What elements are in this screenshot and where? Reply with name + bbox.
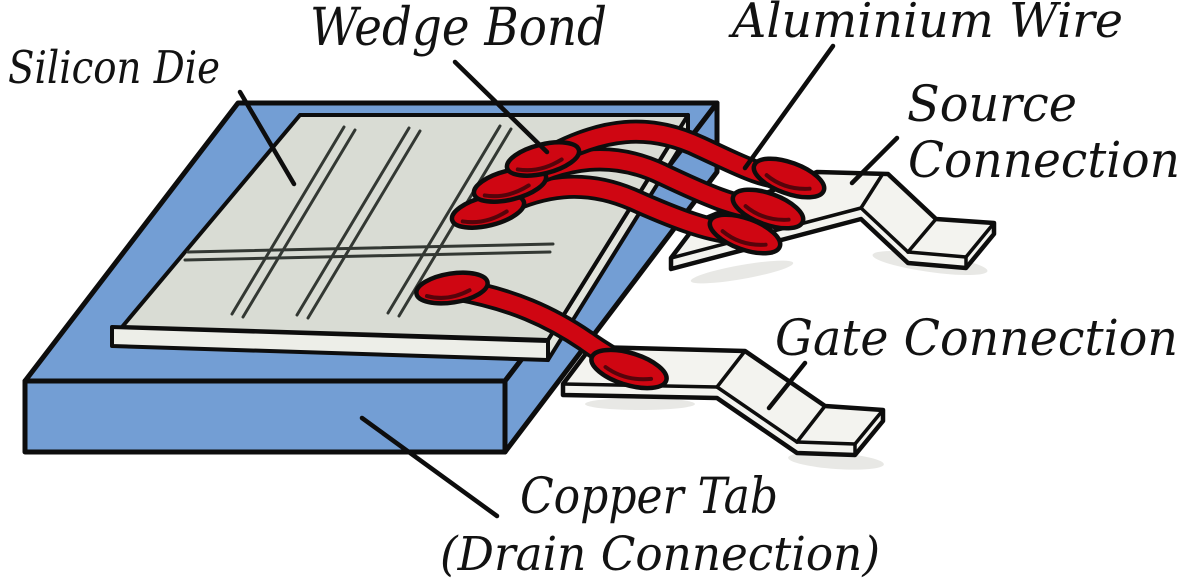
aluminium-wire-leader-line — [742, 43, 836, 171]
silicon-die-label: Silicon Die — [8, 41, 220, 94]
gate-connection-label: Gate Connection — [775, 309, 1178, 367]
gate-connection-leader-line — [766, 360, 808, 411]
copper-tab-front-face — [22, 378, 508, 455]
aluminium-wire-label: Aluminium Wire — [728, 0, 1123, 49]
copper-tab-label-line1: Copper Tab — [520, 467, 778, 525]
gate-wire-lead-wedge-bond — [589, 347, 669, 391]
copper-tab-leader-line — [359, 415, 500, 519]
wedge-bond-leader-line — [452, 59, 550, 155]
gate-lead-shadow — [788, 452, 884, 470]
gate-wire — [414, 270, 669, 391]
wedge-bond-label: Wedge Bond — [310, 0, 607, 58]
leader-lines — [237, 43, 900, 519]
labels: Silicon Die Wedge Bond Aluminium Wire So… — [8, 0, 1180, 580]
copper-tab-label-line2: (Drain Connection) — [440, 527, 880, 580]
gate-lead-shadow-left — [585, 398, 695, 410]
source-wire-2-lead-wedge-bond — [730, 187, 806, 231]
source-wire-1 — [504, 119, 827, 200]
source-connection-label-line1: Source — [907, 75, 1077, 133]
silicon-die-leader-line — [237, 89, 297, 187]
source-connection-leader-line — [849, 135, 900, 186]
source-connection-label-line2: Connection — [908, 131, 1180, 189]
gate-wire-die-wedge-bond — [414, 270, 490, 306]
source-lead-shadow-left — [690, 260, 794, 284]
source-wire-1-lead-wedge-bond — [751, 156, 827, 200]
